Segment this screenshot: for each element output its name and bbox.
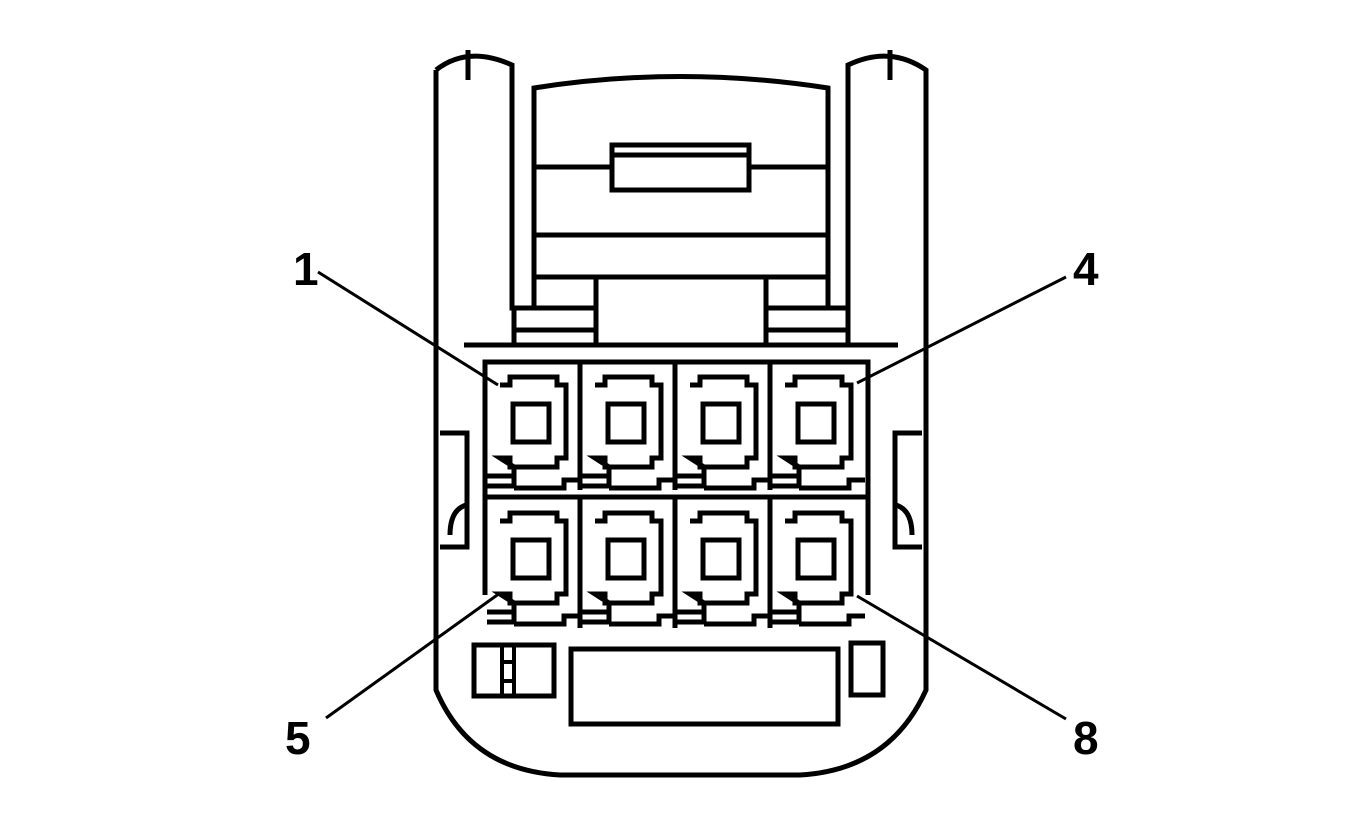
leader-line-1 — [317, 270, 499, 387]
pin-cavity-row-top — [487, 374, 865, 491]
pin-cavity-4 — [772, 374, 865, 491]
leader-line-4 — [856, 275, 1067, 385]
callout-leaders — [317, 270, 1067, 721]
pin-cavity-row-bottom — [487, 510, 865, 627]
leader-line-8 — [856, 594, 1067, 721]
pin-cavity-2 — [582, 374, 675, 491]
callout-label-4: 4 — [1073, 243, 1099, 295]
side-ribs — [440, 430, 922, 550]
terminal-block — [482, 359, 871, 628]
callout-label-1: 1 — [293, 243, 319, 295]
pin-cavity-6 — [582, 510, 675, 627]
connector-housing — [433, 50, 929, 778]
pin-cavity-5 — [487, 510, 580, 627]
pin-cavity-1 — [487, 374, 580, 491]
pin-cavity-7 — [677, 510, 770, 627]
bottom-features — [471, 640, 886, 727]
callout-label-5: 5 — [285, 712, 311, 764]
pin-cavity-8 — [772, 510, 865, 627]
callout-label-8: 8 — [1073, 712, 1099, 764]
locking-latch — [464, 74, 898, 348]
leader-line-5 — [325, 591, 501, 720]
pin-cavity-3 — [677, 374, 770, 491]
